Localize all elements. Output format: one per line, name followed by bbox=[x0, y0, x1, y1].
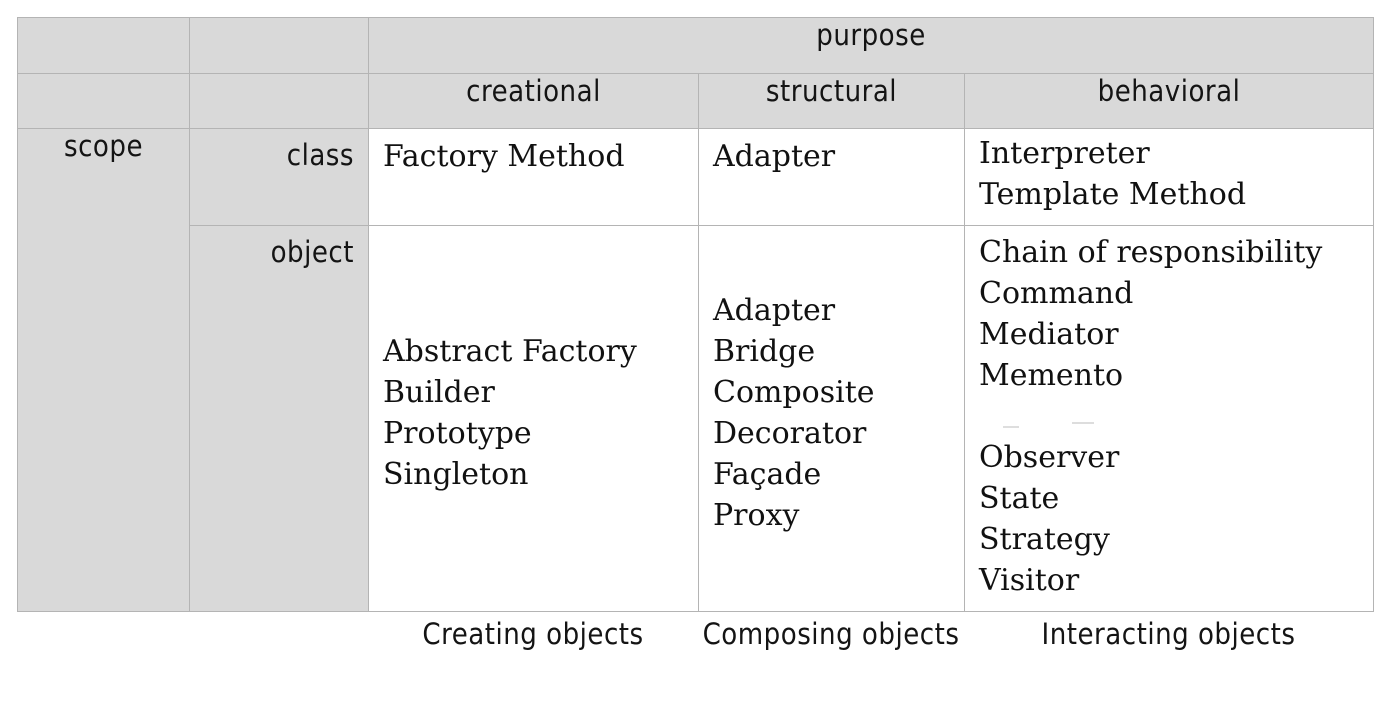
footer-caption-structural: Composing objects bbox=[702, 617, 960, 651]
table-row-purpose-subheaders: creational structural behavioral bbox=[17, 73, 1375, 129]
column-header-structural: structural bbox=[698, 73, 965, 129]
table-row-purpose-banner: purpose bbox=[17, 17, 1375, 74]
table-row-object: object Abstract Factory Builder Prototyp… bbox=[18, 225, 1375, 612]
purpose-header-label: purpose bbox=[816, 18, 926, 52]
pattern-item: Adapter bbox=[713, 139, 836, 174]
pattern-item: Adapter bbox=[713, 293, 836, 328]
table-row-class: scope class Factory Method Adapter bbox=[17, 128, 1375, 612]
row-header-class: class bbox=[189, 128, 369, 226]
scope-header-cell: scope bbox=[17, 128, 190, 612]
pattern-item: Prototype bbox=[383, 416, 532, 451]
pattern-item: Singleton bbox=[383, 457, 529, 492]
pattern-item: Bridge bbox=[713, 334, 816, 369]
corner-cell-top-left bbox=[17, 17, 190, 74]
design-patterns-table: purpose creational structural behavi bbox=[17, 17, 1375, 612]
pattern-item: Visitor bbox=[979, 563, 1080, 598]
pattern-item: Factory Method bbox=[383, 139, 625, 174]
pattern-item: Memento bbox=[979, 358, 1124, 393]
corner-cell-mid-mid bbox=[189, 73, 369, 129]
pattern-list-class-structural: Adapter bbox=[699, 129, 964, 187]
pattern-item: State bbox=[979, 481, 1060, 516]
pattern-item: Decorator bbox=[713, 416, 867, 451]
footer-captions: Creating objects Composing objects Inter… bbox=[17, 606, 1373, 706]
pattern-item: Strategy bbox=[979, 522, 1110, 557]
corner-cell-mid-left bbox=[17, 73, 190, 129]
pattern-item: Template Method bbox=[979, 177, 1247, 212]
column-header-creational: creational bbox=[368, 73, 699, 129]
pattern-list-gap bbox=[979, 396, 1373, 437]
pattern-item: Interpreter bbox=[979, 136, 1150, 171]
pattern-item: Builder bbox=[383, 375, 495, 410]
corner-cell-top-mid bbox=[189, 17, 369, 74]
pattern-item: Proxy bbox=[713, 498, 800, 533]
footer-spacer bbox=[17, 606, 368, 653]
cell-object-behavioral: Chain of responsibility Command Mediator… bbox=[963, 225, 1375, 612]
pattern-list-object-behavioral: Chain of responsibility Command Mediator… bbox=[965, 226, 1373, 611]
pattern-item: Chain of responsibility bbox=[979, 235, 1323, 270]
pattern-item: Façade bbox=[713, 457, 822, 492]
cell-class-structural: Adapter bbox=[698, 128, 965, 226]
column-header-behavioral: behavioral bbox=[963, 73, 1375, 129]
pattern-item: Mediator bbox=[979, 317, 1119, 352]
pattern-item: Composite bbox=[713, 375, 875, 410]
row-header-class-label: class bbox=[286, 138, 354, 172]
pattern-list-class-creational: Factory Method bbox=[369, 129, 698, 187]
pattern-list-class-behavioral: Interpreter Template Method bbox=[965, 129, 1373, 225]
cell-object-structural: Adapter Bridge Composite Decorator Façad… bbox=[698, 225, 965, 612]
cell-class-creational: Factory Method bbox=[368, 128, 699, 226]
column-header-behavioral-label: behavioral bbox=[1097, 74, 1241, 108]
footer-caption-behavioral: Interacting objects bbox=[1041, 617, 1296, 651]
row-header-object: object bbox=[189, 225, 369, 612]
footer-caption-creational: Creating objects bbox=[422, 617, 644, 651]
pattern-item: Observer bbox=[979, 440, 1120, 475]
row-header-object-label: object bbox=[270, 235, 354, 269]
pattern-list-object-structural: Adapter Bridge Composite Decorator Façad… bbox=[699, 226, 964, 546]
scope-header-label: scope bbox=[63, 129, 144, 163]
pattern-list-object-creational: Abstract Factory Builder Prototype Singl… bbox=[369, 226, 698, 505]
purpose-header-cell: purpose bbox=[367, 17, 1375, 74]
column-header-creational-label: creational bbox=[466, 74, 601, 108]
cell-object-creational: Abstract Factory Builder Prototype Singl… bbox=[368, 225, 699, 612]
cell-class-behavioral: Interpreter Template Method bbox=[963, 128, 1375, 226]
pattern-item: Command bbox=[979, 276, 1134, 311]
pattern-item: Abstract Factory bbox=[383, 334, 637, 369]
column-header-structural-label: structural bbox=[765, 74, 898, 108]
